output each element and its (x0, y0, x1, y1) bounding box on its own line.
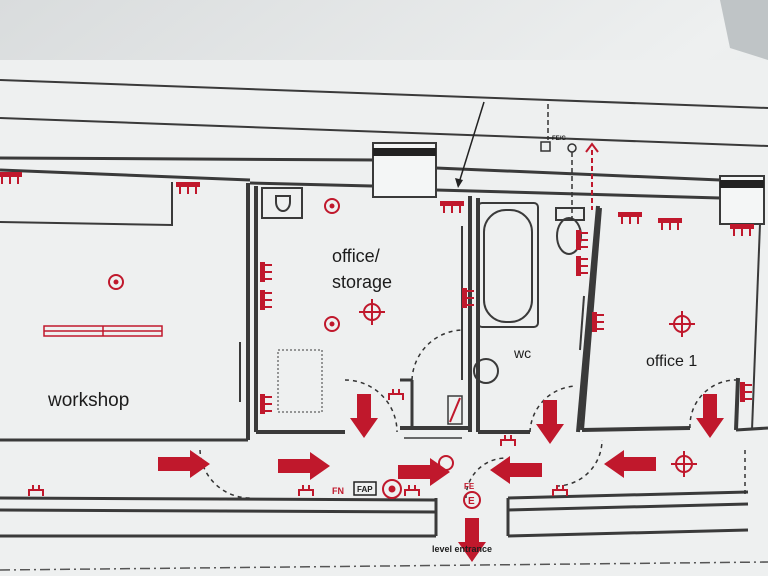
wall-light-icon (575, 255, 589, 277)
workshop-light-fitting (43, 325, 163, 337)
wall-light-icon (259, 289, 273, 311)
wall-light-icon (259, 393, 273, 415)
ceiling-light-icon (439, 200, 465, 214)
fn-label: FN (332, 486, 344, 496)
room-label-workshop: workshop (47, 390, 129, 411)
entrance-label: level entrance (432, 544, 492, 554)
fire-alarm-point-icon (382, 479, 402, 499)
workshop-wall (0, 182, 250, 442)
top-wall (0, 79, 768, 225)
corridor-walls (0, 439, 768, 571)
fap-label: FAP (357, 485, 373, 494)
ceiling-light-icon (729, 223, 755, 237)
fe-label: FE (464, 482, 475, 491)
corner-shadow (720, 0, 768, 60)
fe-g-label: FE/G (552, 136, 566, 142)
wall-light-icon (259, 261, 273, 283)
wall-light-icon (575, 229, 589, 251)
room-label-office-storage-2: storage (332, 272, 392, 292)
fire-extinguisher-icon: E (463, 491, 481, 509)
office-storage-walls (254, 186, 472, 439)
ceiling-light-icon (175, 181, 201, 195)
wall-light-icon (591, 311, 605, 333)
ceiling-light-icon (657, 217, 683, 231)
office1-walls (580, 207, 768, 432)
wall-light-icon (461, 287, 475, 309)
fap-panel-box (353, 481, 377, 496)
room-label-office1: office 1 (646, 353, 697, 370)
wc-walls (473, 198, 600, 434)
room-label-office-storage-1: office/ (332, 246, 380, 266)
wall-light-icon (739, 381, 753, 403)
svg-text:E: E (468, 496, 475, 507)
emergency-light-icon (438, 455, 454, 471)
service-feed (455, 101, 599, 220)
room-label-wc: wc (513, 345, 531, 361)
ceiling-light-icon (617, 211, 643, 225)
